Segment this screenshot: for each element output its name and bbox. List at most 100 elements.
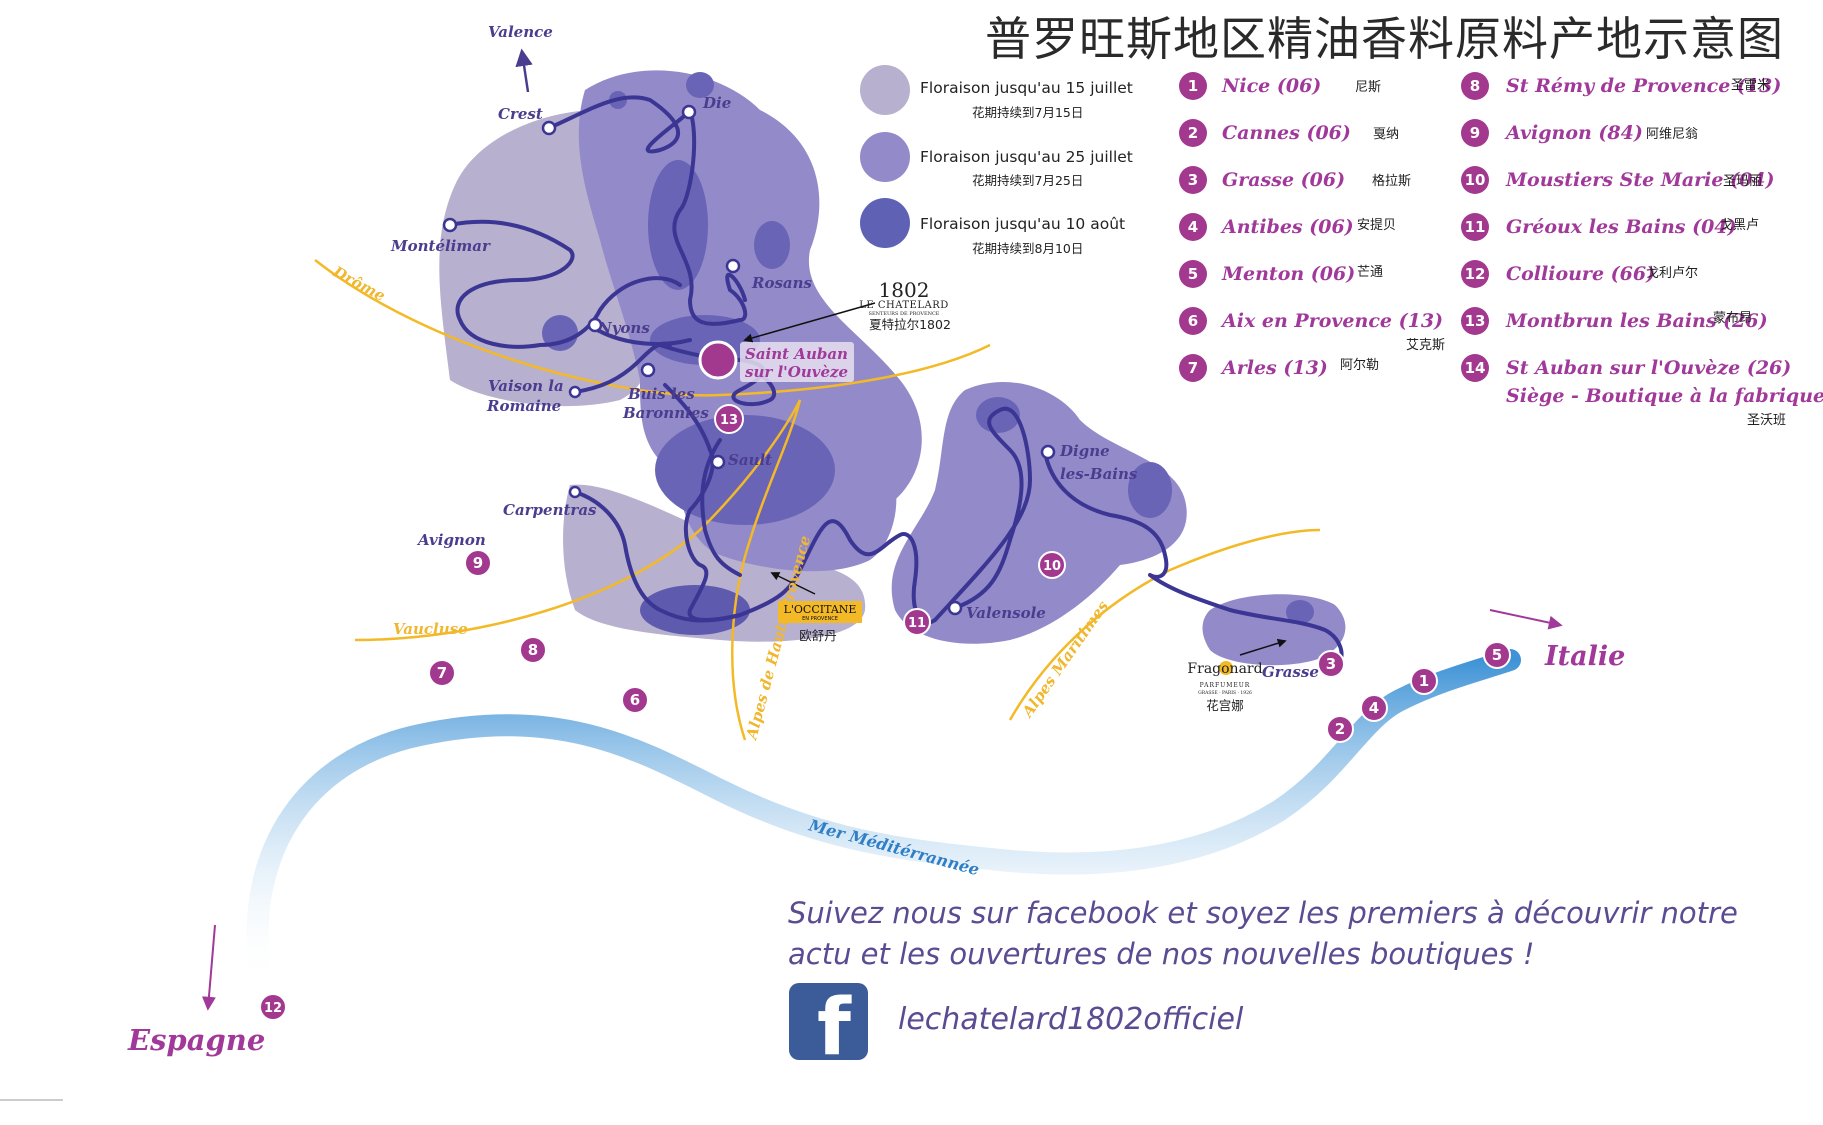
list-item-7[interactable]: 7 Arles (13) 阿尔勒: [1179, 354, 1379, 382]
map-marker-5[interactable]: 5: [1483, 641, 1511, 669]
node-digne[interactable]: [1040, 444, 1056, 460]
patch-dark-3: [648, 160, 708, 290]
list-badge-2: [1179, 119, 1207, 147]
facebook-cta-line-2: actu et les ouvertures de nos nouvelles …: [788, 937, 1534, 971]
department-line-vaucluse: [354, 399, 802, 642]
list-badge-5: [1179, 260, 1207, 288]
map-marker-9[interactable]: 9: [464, 549, 492, 577]
node-vaison[interactable]: [568, 385, 582, 399]
list-name-10: Moustiers Ste Marie (04): [1505, 169, 1775, 191]
svg-text:1802: 1802: [879, 278, 930, 302]
node-valensole[interactable]: [947, 600, 963, 616]
list-name-12: Collioure (66): [1506, 263, 1655, 285]
map-marker-2[interactable]: 2: [1326, 715, 1354, 743]
map-marker-3[interactable]: 3: [1317, 650, 1345, 678]
list-item-8[interactable]: 8 St Rémy de Provence (13) 圣雷米: [1461, 72, 1781, 100]
legend-fr-3: Floraison jusqu'au 10 août: [920, 215, 1125, 233]
patch-dark-11: [1286, 600, 1314, 624]
list-item-3[interactable]: 3 Grasse (06) 格拉斯: [1179, 166, 1411, 194]
svg-text:5: 5: [1492, 646, 1502, 664]
label-valence: Valence: [488, 23, 553, 41]
list-item-11[interactable]: 11 Gréoux les Bains (04) 戈黑卢: [1461, 213, 1759, 241]
map-marker-12[interactable]: 12: [259, 993, 287, 1021]
mediterranean-sea[interactable]: [246, 649, 1521, 996]
node-buis[interactable]: [640, 362, 656, 378]
label-montelimar: Montélimar: [390, 237, 491, 255]
list-item-1[interactable]: 1 Nice (06) 尼斯: [1179, 72, 1381, 100]
node-crest[interactable]: [541, 120, 557, 136]
svg-text:L'OCCITANE: L'OCCITANE: [784, 603, 857, 616]
map-marker-10[interactable]: 10: [1038, 551, 1066, 579]
label-italie: Italie: [1544, 641, 1625, 672]
road-vaison: [573, 341, 672, 394]
node-montelimar[interactable]: [442, 217, 458, 233]
list-badge-11: [1461, 213, 1489, 241]
svg-text:6: 6: [630, 691, 640, 709]
arrow-chatelard: [743, 302, 876, 343]
label-sault: Sault: [728, 451, 772, 469]
list-num-13: 13: [1465, 312, 1486, 330]
list-name-13: Montbrun les Bains (26): [1505, 310, 1768, 332]
list-cn-5: 芒通: [1357, 264, 1383, 280]
list-item-13[interactable]: 13 Montbrun les Bains (26) 蒙布昂: [1461, 307, 1768, 335]
list-name-6: Aix en Provence (13): [1220, 310, 1443, 332]
list-num-2: 2: [1188, 124, 1198, 142]
map-marker-13[interactable]: 13: [714, 404, 744, 434]
map-marker-8[interactable]: 8: [519, 636, 547, 664]
map-marker-1[interactable]: 1: [1410, 667, 1438, 695]
list-name-3: Grasse (06): [1222, 169, 1345, 191]
list-item-9[interactable]: 9 Avignon (84) 阿维尼翁: [1461, 119, 1698, 147]
svg-text:3: 3: [1326, 655, 1336, 673]
node-sault[interactable]: [710, 454, 726, 470]
label-valensole: Valensole: [966, 604, 1046, 622]
list-num-1: 1: [1188, 77, 1198, 95]
node-nyons[interactable]: [587, 317, 603, 333]
list-item-10[interactable]: 10 Moustiers Ste Marie (04) 圣玛丽: [1461, 166, 1775, 194]
svg-text:7: 7: [437, 664, 447, 682]
list-num-4: 4: [1188, 218, 1198, 236]
label-buis-1: Buis les: [627, 385, 695, 403]
list-badge-9: [1461, 119, 1489, 147]
road-carpentras: [573, 490, 742, 623]
patch-dark-10: [1128, 462, 1172, 518]
saint-auban-dot[interactable]: [698, 340, 738, 380]
list-name-14: St Auban sur l'Ouvèze (26): [1506, 357, 1791, 379]
list-item-2[interactable]: 2 Cannes (06) 戛纳: [1179, 119, 1399, 147]
map-marker-6[interactable]: 6: [621, 686, 649, 714]
label-dept-drome: Drôme: [329, 262, 388, 305]
list-item-4[interactable]: 4 Antibes (06) 安提贝: [1179, 213, 1396, 241]
list-cn-9: 阿维尼翁: [1646, 127, 1698, 142]
list-item-14[interactable]: 14 St Auban sur l'Ouvèze (26) Siège - Bo…: [1461, 354, 1823, 428]
road-north: [547, 95, 748, 326]
list-name-2: Cannes (06): [1222, 122, 1351, 144]
node-carpentras[interactable]: [568, 485, 582, 499]
patch-dark-7: [655, 415, 835, 525]
list-num-11: 11: [1465, 218, 1486, 236]
facebook-icon-letter: f: [817, 983, 852, 1073]
map-marker-4[interactable]: 4: [1360, 694, 1388, 722]
map-marker-7[interactable]: 7: [428, 659, 456, 687]
node-rosans[interactable]: [725, 258, 741, 274]
facebook-icon[interactable]: f: [789, 983, 868, 1073]
list-item-6[interactable]: 6 Aix en Provence (13) 艾克斯: [1179, 307, 1445, 353]
department-line-drome: [314, 259, 991, 397]
list-item-12[interactable]: 12 Collioure (66) 戈利卢尔: [1461, 260, 1698, 288]
map-marker-11[interactable]: 11: [903, 608, 931, 636]
list-cn-12: 戈利卢尔: [1646, 265, 1698, 281]
brand-fragonard-logo: Fragonard PARFUMEUR GRASSE · PARIS · 192…: [1187, 661, 1263, 696]
list-num-3: 3: [1188, 171, 1198, 189]
label-vaison-2: Romaine: [486, 397, 561, 415]
label-dept-vaucluse: Vaucluse: [393, 620, 468, 638]
map-markers: 1 2 3 4 5 6 7 8 9 10 11 12 13: [259, 404, 1511, 1021]
node-die[interactable]: [681, 104, 697, 120]
list-cn-7: 阿尔勒: [1340, 358, 1379, 373]
sun-icon: [1219, 661, 1233, 675]
svg-text:4: 4: [1369, 699, 1379, 717]
facebook-handle-link[interactable]: lechatelard1802officiel: [898, 1002, 1244, 1037]
list-cn-11: 戈黑卢: [1720, 217, 1759, 233]
svg-text:EN PROVENCE: EN PROVENCE: [802, 616, 838, 622]
list-item-5[interactable]: 5 Menton (06) 芒通: [1179, 260, 1383, 288]
svg-text:12: 12: [264, 1001, 282, 1016]
arrow-italie: [1489, 609, 1563, 630]
list-badge-4: [1179, 213, 1207, 241]
